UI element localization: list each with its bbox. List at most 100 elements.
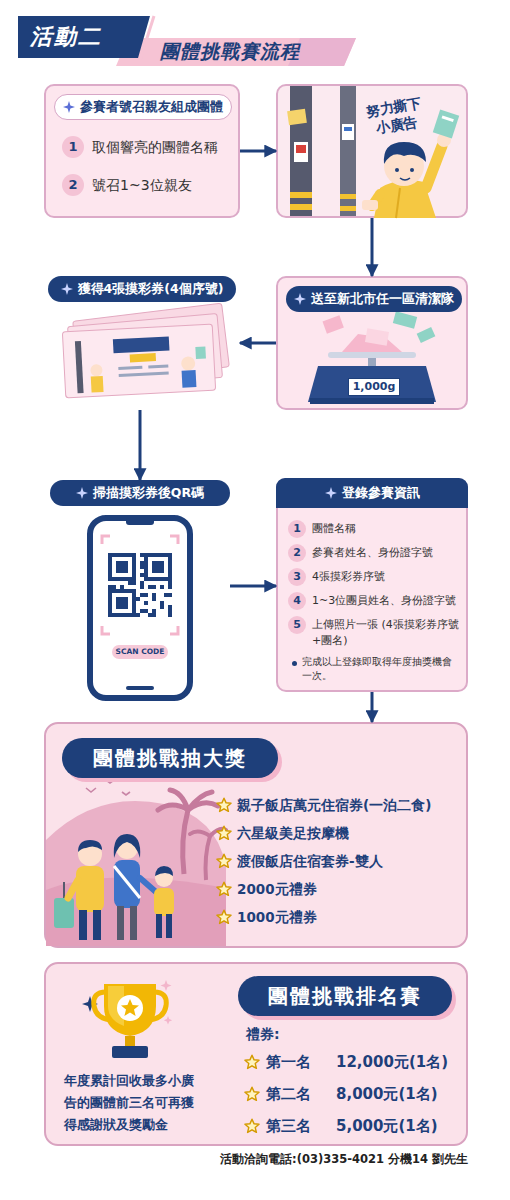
step-number: 3 xyxy=(288,568,306,586)
box-heading: 送至新北市任一區清潔隊 xyxy=(311,291,454,308)
star-icon xyxy=(216,797,232,813)
step-text: 參賽者姓名、身份證字號 xyxy=(312,545,433,561)
star-icon xyxy=(244,1118,260,1134)
header-pill: 登錄參賽資訊 xyxy=(276,478,468,508)
ticket-illustration-part-part xyxy=(181,356,196,371)
ticket-illustration-part-part xyxy=(130,353,156,362)
rank-name: 第三名 xyxy=(266,1116,311,1136)
header-band xyxy=(116,38,356,66)
prize-item: 渡假飯店住宿套券-雙人 xyxy=(237,852,383,870)
flow-arrow xyxy=(371,218,374,276)
star-icon xyxy=(244,1054,260,1070)
step-text: 1~3位團員姓名、身份證字號 xyxy=(312,593,456,609)
sparkle-icon xyxy=(294,293,306,305)
phone-illustration-part xyxy=(126,686,154,690)
star-icon xyxy=(216,881,232,897)
header-tab xyxy=(18,16,150,58)
star-shape xyxy=(245,1087,259,1100)
ticket-illustration-part-part xyxy=(118,366,142,370)
sparkle-icon xyxy=(325,487,337,499)
header-pill: 參賽者號召親友組成團體 xyxy=(54,94,232,120)
ticket-illustration-part xyxy=(62,324,215,398)
step-number: 2 xyxy=(288,544,306,562)
star-shape xyxy=(217,910,231,923)
prize-item: 1000元禮券 xyxy=(237,908,317,926)
sparkle-icon xyxy=(76,487,88,499)
sparkle-shape xyxy=(63,101,75,113)
box-heading: 登錄參賽資訊 xyxy=(342,484,420,502)
ticket-illustration-part-part xyxy=(113,336,170,353)
flow-arrow xyxy=(371,692,374,722)
phone-illustration-part xyxy=(108,553,172,617)
panel-heading: 團體挑戰排名賽 xyxy=(238,976,452,1016)
step-text: 取個響亮的團體名稱 xyxy=(92,136,218,158)
ticket-illustration xyxy=(52,308,236,406)
contact-note: 活動洽詢電話:(03)335-4021 分機14 劉先生 xyxy=(120,1151,468,1167)
box-heading: 掃描摸彩券後QR碼 xyxy=(93,485,204,502)
step-number: 5 xyxy=(288,616,306,634)
ticket-illustration-part-part xyxy=(90,364,103,377)
star-shape xyxy=(245,1119,259,1132)
flow-arrow xyxy=(240,150,276,153)
rank-name: 第一名 xyxy=(266,1052,311,1072)
ticket-illustration-part-part xyxy=(195,347,206,360)
phone-illustration xyxy=(86,514,194,702)
note-bullet xyxy=(292,661,297,666)
phone-illustration-part xyxy=(102,536,178,634)
header-pill: 掃描摸彩券後QR碼 xyxy=(50,480,230,506)
phone-illustration-part-part xyxy=(112,557,132,577)
prize-item: 2000元禮券 xyxy=(237,880,317,898)
prize-item: 六星級美足按摩機 xyxy=(237,824,349,842)
phone-illustration-part-part xyxy=(116,597,128,609)
step-box: 送至新北市任一區清潔隊 1,000g xyxy=(276,276,468,410)
phone-illustration-part xyxy=(90,518,190,698)
illustration-box: 努力撕下 小廣告 xyxy=(276,84,468,218)
panel-heading: 團體挑戰抽大獎 xyxy=(62,738,278,778)
step-number: 1 xyxy=(288,520,306,538)
step-number: 1 xyxy=(62,136,84,158)
rank-prize: 12,000元(1名) xyxy=(336,1052,448,1072)
phone-illustration-part-part xyxy=(152,561,164,573)
prize-item: 親子飯店萬元住宿券(一泊二食) xyxy=(237,796,431,814)
scale-display: 1,000g xyxy=(348,378,400,396)
phone-illustration-part-part xyxy=(144,553,172,581)
sparkle-icon xyxy=(63,101,75,113)
phone-illustration-part-part xyxy=(148,557,168,577)
prize-panel: 團體挑戰抽大獎親子飯店萬元住宿券(一泊二食) 六星級美足按摩機渡假飯店住宿套券-雙… xyxy=(44,722,468,948)
phone-illustration-part-part xyxy=(108,553,136,581)
star-icon xyxy=(216,853,232,869)
ticket-illustration-part xyxy=(73,303,230,385)
ticket-illustration-part xyxy=(67,314,222,391)
phone-illustration-part-part xyxy=(112,593,132,613)
ticket-illustration-part-part xyxy=(148,364,168,368)
sparkle-shape xyxy=(61,283,73,295)
ranking-panel: 團體挑戰排名賽禮券:第一名12,000元(1名)第二名8,000元(1名)第三名… xyxy=(44,962,468,1146)
flow-arrow xyxy=(139,410,142,480)
phone-illustration-part-part xyxy=(116,561,128,573)
phone-illustration-part xyxy=(126,518,154,525)
ticket-illustration-part-part xyxy=(75,341,84,393)
star-shape xyxy=(217,826,231,839)
star-icon xyxy=(216,909,232,925)
illustration-caption: 努力撕下 小廣告 xyxy=(359,93,430,140)
star-shape xyxy=(217,854,231,867)
step-number: 4 xyxy=(288,592,306,610)
step-text: 團體名稱 xyxy=(312,521,356,537)
activity-tag: 活動二 xyxy=(30,21,102,53)
step-number: 2 xyxy=(62,174,84,196)
flow-arrow xyxy=(240,342,276,345)
page-title: 團體挑戰賽流程 xyxy=(160,38,300,64)
phone-illustration-part-part xyxy=(108,553,172,617)
star-icon xyxy=(244,1086,260,1102)
flow-arrow xyxy=(230,585,276,588)
sparkle-shape xyxy=(325,487,337,499)
star-shape xyxy=(245,1055,259,1068)
sparkle-shape xyxy=(76,487,88,499)
ticket-illustration-part-part xyxy=(182,370,197,388)
prize-label: 禮券: xyxy=(246,1026,280,1044)
star-shape xyxy=(217,798,231,811)
note-text: 完成以上登錄即取得年度抽獎機會一次。 xyxy=(302,655,452,683)
rank-prize: 5,000元(1名) xyxy=(336,1116,438,1136)
phone-illustration-part-part xyxy=(108,589,136,617)
